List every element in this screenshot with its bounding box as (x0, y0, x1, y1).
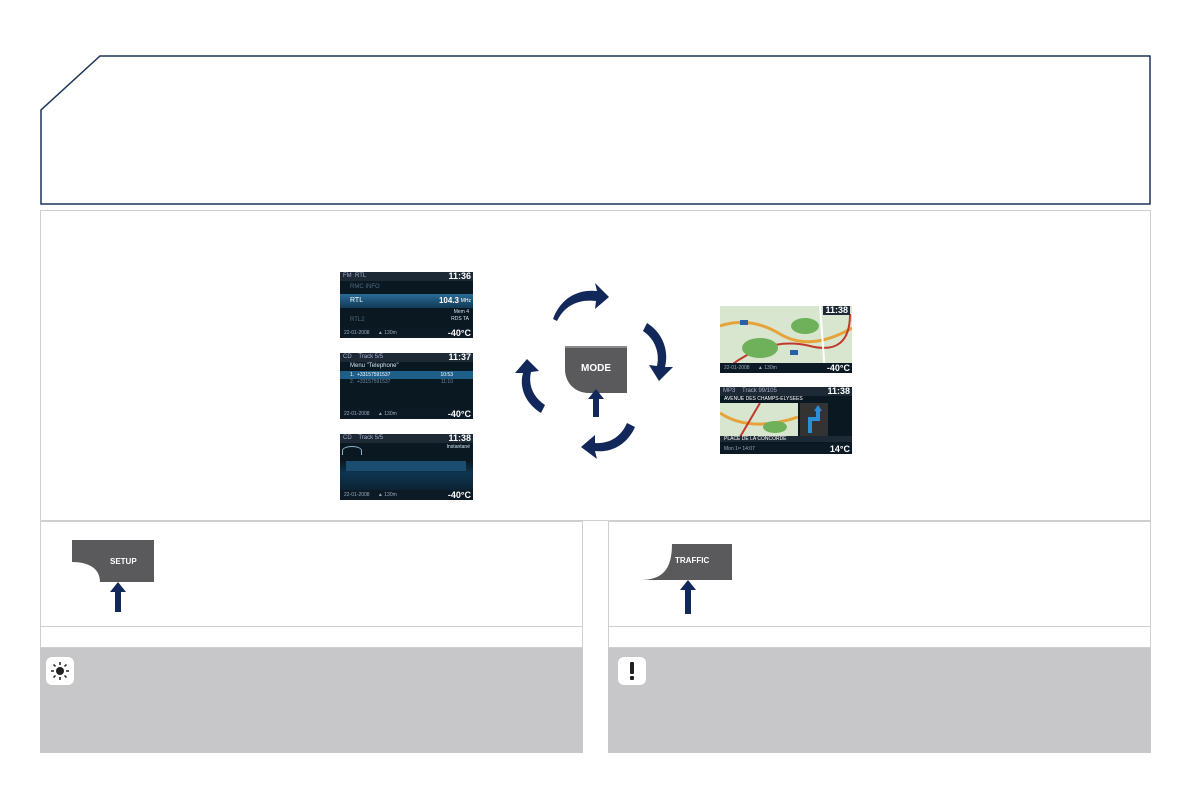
frequency: 104.3 (438, 296, 459, 305)
traffic-button[interactable] (638, 540, 734, 616)
call-row: 2. +33157591537 11:10 (340, 379, 473, 385)
source-label: CD (343, 435, 352, 441)
list-item: RTL (350, 297, 364, 304)
call-number: +33157591537 (356, 379, 391, 385)
cycle-arrow-icon (581, 423, 635, 459)
call-row: 1. +33157591537 10:53 (340, 371, 473, 379)
date: 22-01-2008 (344, 330, 370, 336)
chapter-header-frame (40, 55, 1151, 205)
cycle-arrows (515, 283, 673, 459)
date-time: Mon 1ᵉʳ 14:07 (724, 446, 755, 452)
preset-label: Mem 4 (453, 309, 469, 315)
cycle-arrow-icon (553, 283, 609, 321)
call-time: 11:10 (440, 379, 453, 385)
track-label: Track 99/105 (742, 388, 777, 394)
turn-arrow-icon (808, 405, 822, 433)
clock: 11:37 (448, 353, 471, 362)
list-item: RTL2 (350, 317, 365, 323)
press-arrow-icon (588, 389, 604, 417)
trip-mode-label: Instantané (446, 444, 470, 450)
track-label: Track 5/5 (358, 435, 384, 441)
press-arrow-icon (110, 582, 126, 612)
trip-values-bar (346, 461, 466, 471)
list-item: RMC INFO (350, 284, 380, 290)
temperature: -40°C (447, 490, 471, 500)
navigation-map-screen: 11:38 22-01-2008 ▲ 130m -40°C (720, 306, 852, 373)
date: 22-01-2008 (344, 492, 370, 498)
call-number: +33157591537 (356, 372, 391, 378)
tip-box (40, 648, 583, 753)
altitude: 130m (384, 492, 397, 498)
temperature: -40°C (447, 328, 471, 338)
clock: 11:38 (448, 434, 471, 443)
source-label: MP3 (723, 388, 736, 394)
frequency-unit: MHz (460, 298, 471, 304)
clock: 11:36 (448, 272, 471, 281)
altitude: 130m (384, 330, 397, 336)
next-street: PLACE DE LA CONCORDE (720, 436, 852, 442)
source-label: CD (343, 354, 352, 360)
menu-title: Menu "Telephone" (350, 363, 399, 369)
temperature: 14°C (829, 444, 850, 454)
divider (40, 627, 583, 648)
warning-badge (618, 657, 646, 685)
rds-flags: RDS TA (451, 316, 469, 322)
mode-button[interactable] (563, 345, 629, 418)
station-label: RTL (355, 273, 367, 279)
divider (608, 627, 1151, 648)
track-label: Track 5/5 (358, 354, 384, 360)
source-label: FM (343, 273, 352, 279)
warning-box (608, 648, 1151, 753)
current-street: AVENUE DES CHAMPS-ELYSEES (724, 396, 803, 402)
date: 22-01-2008 (724, 365, 750, 371)
tip-badge (46, 657, 74, 685)
gauge-icon (342, 446, 362, 455)
lightbulb-icon (51, 662, 69, 680)
trip-computer-screen: CD Track 5/5 11:38 Instantané 22-01-2008… (340, 434, 473, 500)
cycle-arrow-icon (515, 359, 545, 413)
press-arrow-icon (680, 580, 696, 614)
map-graphic (720, 403, 798, 437)
temperature: -40°C (826, 363, 850, 373)
exclamation-icon (630, 662, 634, 680)
call-index: 1. (350, 372, 355, 378)
cycle-arrow-icon (643, 323, 673, 381)
altitude: 130m (764, 365, 777, 371)
turn-arrow-panel (800, 403, 828, 437)
setup-button[interactable] (70, 538, 160, 614)
map-graphic (720, 306, 852, 373)
call-time: 10:53 (440, 372, 453, 378)
clock: 11:38 (827, 387, 850, 396)
guidance-screen: MP3 Track 99/105 11:38 AVENUE DES CHAMPS… (720, 387, 852, 454)
altitude: 130m (384, 411, 397, 417)
mode-button-label: MODE (581, 363, 611, 374)
setup-button-label: SETUP (110, 557, 137, 566)
temperature: -40°C (447, 409, 471, 419)
date: 22-01-2008 (344, 411, 370, 417)
call-index: 2. (350, 379, 355, 385)
radio-screen: FM RTL 11:36 RMC INFO RTL 104.3 MHz Mem … (340, 272, 473, 338)
traffic-button-label: TRAFFIC (675, 556, 710, 565)
telephone-screen: CD Track 5/5 11:37 Menu "Telephone" 1. +… (340, 353, 473, 419)
clock: 11:38 (823, 306, 850, 315)
